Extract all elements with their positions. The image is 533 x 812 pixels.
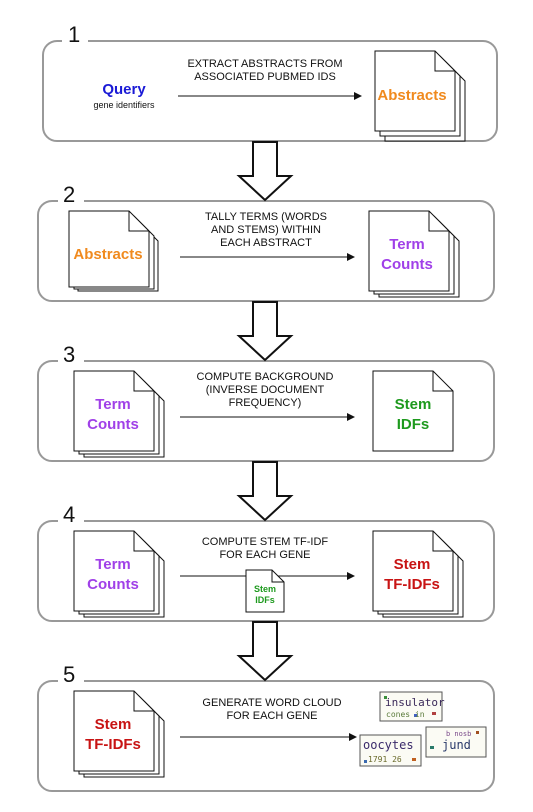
step-4-output-doc — [372, 530, 464, 618]
step-5-label-line-1: GENERATE WORD CLOUD — [202, 697, 341, 709]
step-2-input-title: Abstracts — [73, 246, 142, 263]
step-1-label-line-1: EXTRACT ABSTRACTS FROM — [187, 58, 342, 70]
word-cloud-2-word-1: b nosb — [446, 730, 471, 738]
step-2-input-doc — [68, 210, 159, 292]
step-4-input-title-line-1: Term — [95, 556, 131, 573]
word-cloud-1: insulator cones in — [379, 691, 445, 722]
step-3-number: 3 — [63, 342, 75, 367]
step-4-label-line-1: COMPUTE STEM TF-IDF — [202, 536, 329, 548]
step-1-label-line-2: ASSOCIATED PUBMED IDS — [194, 71, 336, 83]
step-3-label-line-2: (INVERSE DOCUMENT — [206, 384, 325, 396]
step-2-label-line-3: EACH ABSTRACT — [220, 237, 312, 249]
down-arrow-2 — [236, 301, 294, 362]
step-3-input-doc — [73, 370, 165, 458]
step-5-input-title-line-2: TF-IDFs — [85, 736, 141, 753]
step-4-helper-doc — [245, 569, 285, 613]
word-cloud-2-word-2: jund — [442, 738, 471, 752]
step-4-input-title-line-2: Counts — [87, 576, 139, 593]
step-3-output-title-line-1: Stem — [395, 396, 432, 413]
step-4-helper-title-line-2: IDFs — [255, 595, 275, 605]
down-arrow-3 — [236, 461, 294, 522]
step-2-label-line-2: AND STEMS) WITHIN — [211, 224, 321, 236]
step-5-input-doc — [73, 690, 165, 778]
step-5-input-title-line-1: Stem — [95, 716, 132, 733]
step-2-number: 2 — [63, 182, 75, 207]
step-1-output-title: Abstracts — [377, 87, 446, 104]
step-3-output-doc — [372, 370, 454, 452]
step-3-output-title-line-2: IDFs — [397, 416, 430, 433]
step-2-label-line-1: TALLY TERMS (WORDS — [205, 211, 327, 223]
step-1-number: 1 — [68, 22, 80, 47]
word-cloud-3-word-1: oocytes — [363, 738, 414, 752]
down-arrow-4 — [236, 621, 294, 682]
step-3-input-title-line-2: Counts — [87, 416, 139, 433]
step-4-helper-title-line-1: Stem — [254, 584, 276, 594]
step-4-output-title-line-1: Stem — [394, 556, 431, 573]
down-arrow-1 — [236, 141, 294, 202]
step-4-label-line-2: FOR EACH GENE — [219, 549, 310, 561]
word-cloud-3: oocytes 1791 26 — [359, 734, 422, 767]
step-4-number: 4 — [63, 502, 75, 527]
step-5-number: 5 — [63, 662, 75, 687]
query-title: Query — [102, 81, 146, 98]
word-cloud-2: b nosb jund — [425, 726, 487, 758]
step-2-output-doc — [368, 210, 460, 298]
step-5-label-line-2: FOR EACH GENE — [226, 710, 317, 722]
step-4-output-title-line-2: TF-IDFs — [384, 576, 440, 593]
step-2-output-title-line-1: Term — [389, 236, 425, 253]
step-3-input-title-line-1: Term — [95, 396, 131, 413]
step-1-output-doc — [374, 50, 466, 142]
word-cloud-3-word-2: 1791 26 — [368, 755, 402, 764]
query-subtitle: gene identifiers — [93, 100, 155, 110]
step-3-label-line-1: COMPUTE BACKGROUND — [197, 371, 334, 383]
step-2-output-title-line-2: Counts — [381, 256, 433, 273]
word-cloud-1-word-2: cones in — [386, 710, 425, 719]
step-4-input-doc — [73, 530, 165, 618]
word-cloud-1-word-1: insulator — [385, 696, 445, 709]
step-3-label-line-3: FREQUENCY) — [229, 397, 302, 409]
